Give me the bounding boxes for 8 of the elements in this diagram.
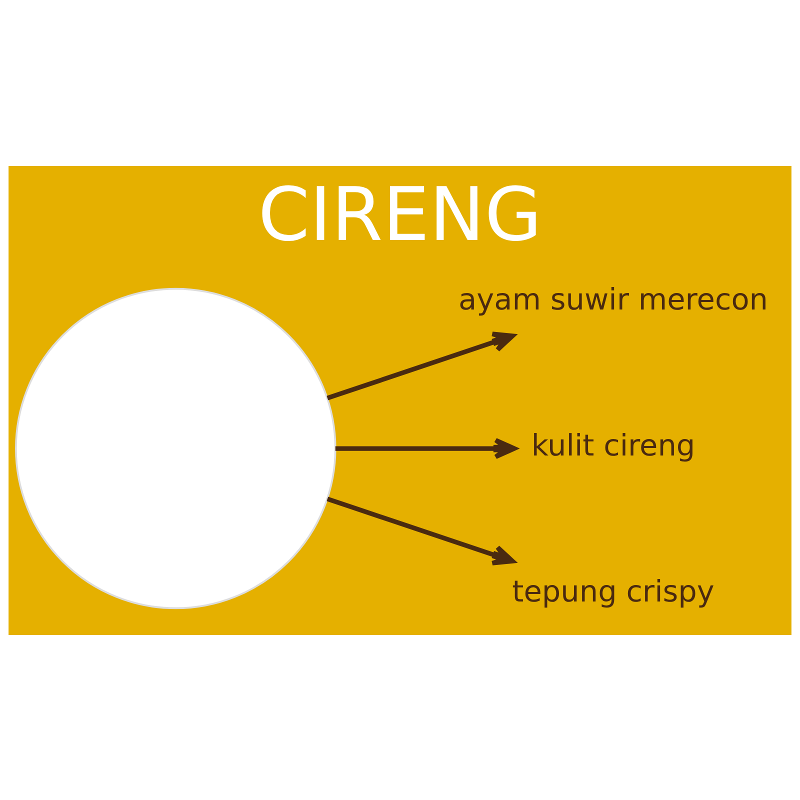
- node-text: tepung crispy: [512, 574, 714, 608]
- arrow: [326, 496, 515, 565]
- node-circle: [15, 287, 336, 609]
- node-text: ayam suwir merecon: [458, 282, 768, 316]
- diagram-title: CIRENG: [258, 171, 542, 258]
- node-text: kulit cireng: [531, 428, 696, 462]
- arrow: [335, 437, 517, 459]
- arrow: [326, 331, 515, 400]
